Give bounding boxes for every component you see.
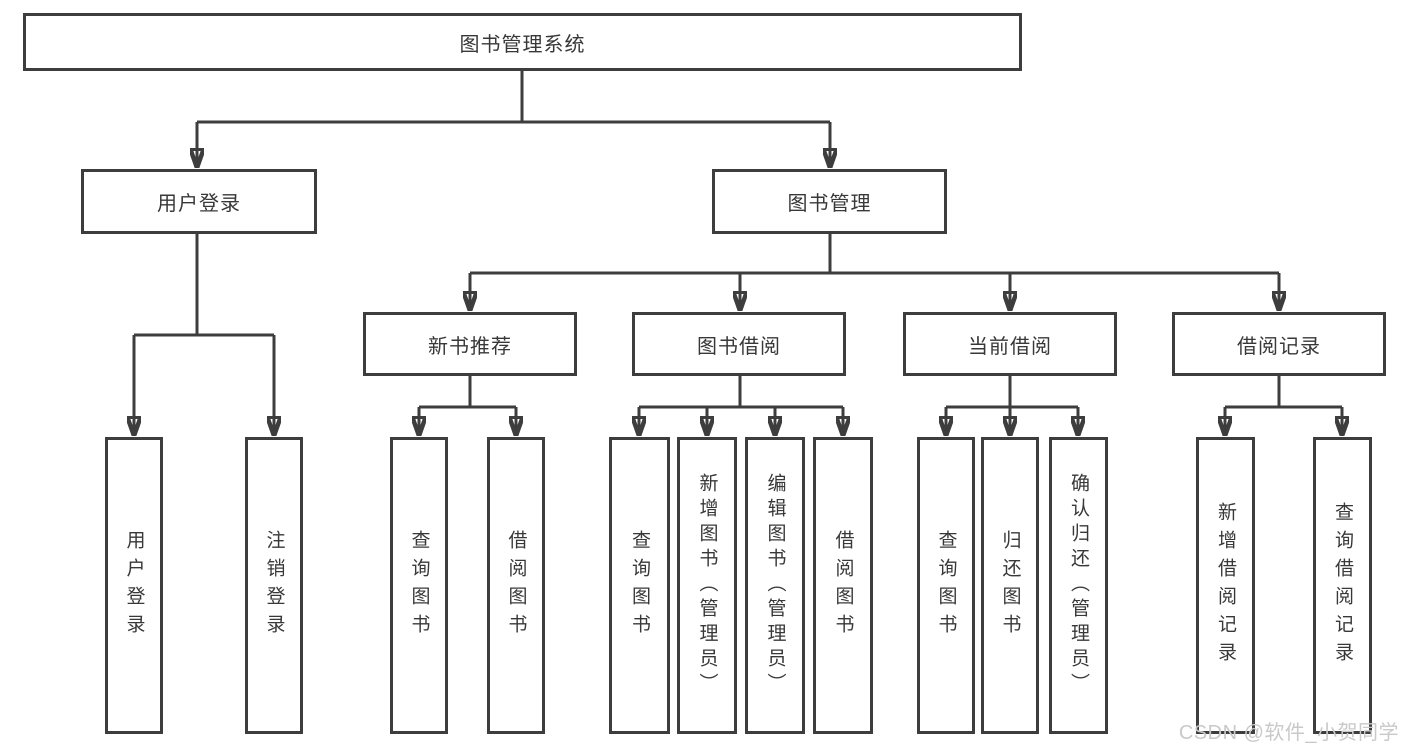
node-borrowing-records: 借阅记录 (1172, 312, 1386, 376)
wire-current-borrowing-trunk (946, 376, 1078, 409)
leaf-cb-confirm-return-admin: 确认归还（管理员） (1049, 437, 1108, 734)
leaf-user-login: 用户登录 (105, 437, 163, 734)
leaf-br-add-borrow-record: 新增借阅记录 (1196, 437, 1255, 734)
node-current-borrowing: 当前借阅 (903, 312, 1117, 376)
wire-root-trunk (197, 71, 830, 124)
csdn-watermark: CSDN @软件_小贺同学 (1178, 722, 1399, 744)
leaf-br-query-borrow-record: 查询借阅记录 (1313, 437, 1372, 734)
leaf-bb-edit-books-admin: 编辑图书（管理员） (745, 437, 805, 734)
node-book-management: 图书管理 (712, 169, 947, 234)
node-user-login: 用户登录 (81, 169, 317, 234)
leaf-bb-add-books-admin: 新增图书（管理员） (677, 437, 737, 734)
leaf-nb-borrow-books: 借阅图书 (487, 437, 545, 734)
leaf-bb-borrow-books: 借阅图书 (813, 437, 873, 734)
leaf-nb-query-books: 查询图书 (390, 437, 448, 734)
wire-user-login-trunk (134, 234, 274, 337)
leaf-cb-query-books: 查询图书 (917, 437, 975, 734)
leaf-bb-query-books: 查询图书 (609, 437, 670, 734)
wire-book-borrowing-trunk (639, 376, 843, 409)
wire-book-management-trunk (470, 234, 1279, 275)
node-book-borrowing: 图书借阅 (632, 312, 846, 376)
node-root-system: 图书管理系统 (23, 13, 1022, 71)
wire-new-book-trunk (419, 376, 516, 409)
leaf-cb-return-books: 归还图书 (981, 437, 1039, 734)
leaf-logout: 注销登录 (245, 437, 303, 734)
wire-borrowing-records-trunk (1225, 376, 1342, 409)
node-new-book-recommendation: 新书推荐 (363, 312, 577, 376)
